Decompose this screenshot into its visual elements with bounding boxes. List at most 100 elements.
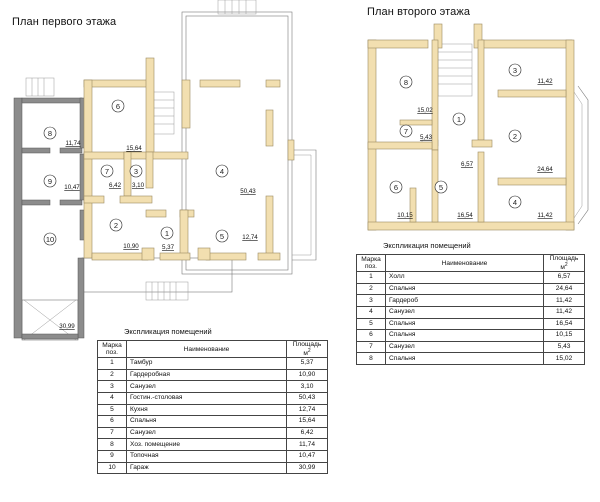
row-number-cell: 6 — [356, 329, 386, 342]
room-number: 7 — [404, 127, 408, 136]
room-area: 11,74 — [65, 140, 81, 147]
second-floor-title: План второго этажа — [367, 6, 471, 18]
room-number: 9 — [48, 177, 52, 186]
row-number-cell: 9 — [97, 449, 127, 463]
row-number-cell: 5 — [97, 403, 127, 417]
room-number: 5 — [439, 183, 443, 192]
room-area: 6,57 — [461, 161, 474, 168]
row-number-cell: 1 — [97, 357, 127, 370]
first-floor-table-title: Экспликация помещений — [124, 327, 212, 336]
room-area-cell: 30,99 — [286, 461, 328, 475]
room-area: 3,10 — [132, 182, 145, 189]
room-area-cell: 5,37 — [286, 357, 328, 370]
second-floor-outlines — [421, 43, 589, 225]
room-number: 2 — [513, 132, 517, 141]
room-area-cell: 10,15 — [543, 329, 585, 342]
room-name-cell: Гардеробная — [126, 368, 287, 382]
masonry-walls — [13, 97, 86, 340]
row-number-cell: 3 — [97, 380, 127, 393]
room-name-cell: Гостин.-столовая — [126, 391, 287, 405]
room-number: 4 — [220, 167, 224, 176]
room-name-cell: Санузел — [385, 305, 544, 319]
room-name-cell: Санузел — [126, 426, 287, 440]
room-name-cell: Спальня — [126, 415, 287, 428]
log-walls-second-floor — [367, 23, 575, 231]
room-area-cell: 6,57 — [543, 271, 585, 284]
room-area-cell: 15,64 — [286, 415, 328, 428]
room-area-cell: 5,43 — [543, 340, 585, 354]
room-area-cell: 24,64 — [543, 282, 585, 296]
room-area-cell: 50,43 — [286, 391, 328, 405]
row-number-cell: 2 — [356, 282, 386, 296]
room-number: 1 — [165, 229, 169, 238]
room-name-cell: Холл — [385, 271, 544, 284]
room-area-cell: 11,74 — [286, 438, 328, 451]
row-number-cell: 6 — [97, 415, 127, 428]
room-area-cell: 3,10 — [286, 380, 328, 393]
room-area: 5,43 — [420, 134, 433, 141]
room-number: 2 — [114, 221, 118, 230]
room-name-cell: Кухня — [126, 403, 287, 417]
first-floor-room-labels: 1 5,37 2 10,90 3 3,10 4 50,43 5 12,74 6 … — [43, 99, 258, 330]
room-number: 8 — [48, 129, 52, 138]
second-floor-room-labels: 1 6,57 2 24,64 3 11,42 4 11,42 5 16,54 6… — [389, 63, 553, 219]
row-number-cell: 3 — [356, 294, 386, 307]
row-number-cell: 4 — [356, 305, 386, 319]
room-area: 11,42 — [537, 212, 553, 219]
row-number-cell: 1 — [356, 271, 386, 284]
room-name-cell: Спальня — [385, 317, 544, 331]
row-number-cell: 10 — [97, 461, 127, 475]
room-number: 8 — [404, 78, 408, 87]
room-name-cell: Топочная — [126, 449, 287, 463]
room-area-cell: 11,42 — [543, 305, 585, 319]
room-area-cell: 16,54 — [543, 317, 585, 331]
room-area-cell: 15,02 — [543, 352, 585, 365]
name-column-header: Наименование — [126, 339, 287, 359]
room-number: 10 — [46, 235, 54, 244]
room-number: 3 — [513, 66, 517, 75]
room-area: 30,99 — [59, 323, 75, 330]
row-number-cell: 8 — [356, 352, 386, 365]
row-number-cell: 2 — [97, 368, 127, 382]
room-area: 11,42 — [537, 78, 553, 85]
room-number: 4 — [513, 198, 517, 207]
room-area: 10,90 — [123, 243, 139, 250]
room-number: 6 — [394, 183, 398, 192]
room-number: 3 — [134, 167, 138, 176]
row-number-cell: 8 — [97, 438, 127, 451]
room-name-cell: Гардероб — [385, 294, 544, 307]
room-area: 10,15 — [397, 212, 413, 219]
room-area-cell: 10,90 — [286, 368, 328, 382]
room-number: 1 — [457, 115, 461, 124]
room-area-cell: 11,42 — [543, 294, 585, 307]
room-number: 7 — [105, 167, 109, 176]
room-name-cell: Хоз. помещение — [126, 438, 287, 451]
room-area: 50,43 — [240, 188, 256, 195]
room-name-cell: Санузел — [126, 380, 287, 393]
room-area: 6,42 — [109, 182, 122, 189]
room-area: 16,54 — [457, 212, 473, 219]
room-number: 6 — [116, 102, 120, 111]
name-column-header: Наименование — [385, 253, 544, 273]
